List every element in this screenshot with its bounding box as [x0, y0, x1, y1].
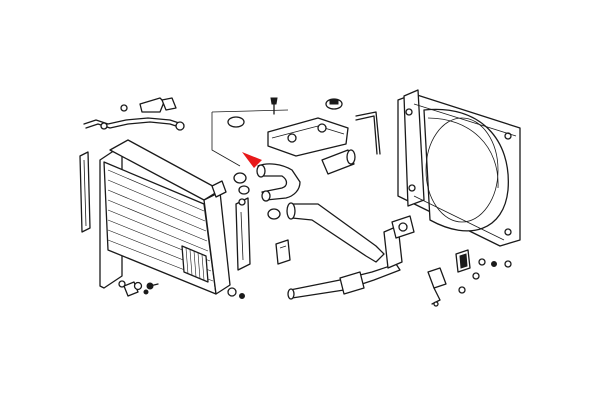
mounting-bracket	[235, 197, 251, 271]
bolt	[227, 287, 245, 299]
radiator	[99, 139, 231, 295]
rubber-mount	[427, 267, 466, 307]
expansion-tank-bracket	[267, 117, 349, 157]
washer	[472, 258, 512, 280]
coolant-pipe-thin	[83, 117, 185, 131]
hose-clamp	[233, 172, 281, 220]
rubber-mount	[120, 97, 177, 113]
radiator-core-fins	[107, 169, 214, 282]
bolt	[270, 97, 278, 115]
highlight-arrow	[242, 152, 262, 168]
side-seal-strip	[79, 151, 91, 233]
lower-radiator-hose	[286, 202, 385, 263]
coolant-pipe	[383, 215, 415, 269]
leader-line	[211, 112, 241, 167]
coolant-pipe	[287, 263, 401, 300]
temperature-sensor	[275, 239, 291, 265]
coolant-pipe	[321, 149, 356, 175]
nut	[118, 280, 149, 295]
upper-radiator-hose	[256, 163, 301, 202]
rubber-mount	[227, 98, 343, 128]
fan-shroud	[397, 89, 521, 247]
leader-line	[211, 109, 289, 113]
radiator-grille	[181, 245, 209, 283]
mounting-bracket	[455, 249, 471, 273]
temperature-sensor	[355, 111, 381, 155]
